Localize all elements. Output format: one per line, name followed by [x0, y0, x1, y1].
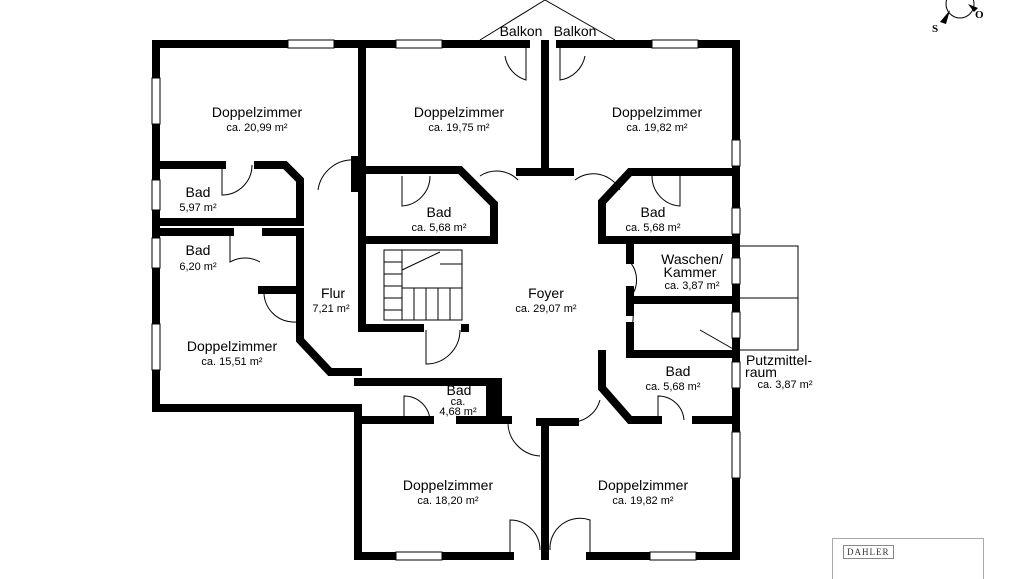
compass-south-label: S [932, 23, 938, 35]
room-area: ca. 3,87 m² [664, 280, 719, 292]
room-labels: Balkon Balkon Doppelzimmer ca. 20,99 m² … [179, 23, 812, 507]
room-name: Putzmittel- [746, 352, 812, 368]
room-name: Kammer [664, 264, 717, 280]
room-area: ca. 29,07 m² [515, 303, 576, 315]
room-area: ca. 15,51 m² [201, 356, 262, 368]
compass-north-label: O [975, 9, 984, 21]
room-name: Bad [447, 382, 472, 398]
room-name: Bad [641, 204, 666, 220]
staircase [383, 249, 463, 321]
balcony-label: Balkon [554, 23, 597, 39]
room-area: ca. 19,82 m² [612, 495, 673, 507]
room-name: Foyer [528, 285, 564, 301]
room-name: Bad [427, 204, 452, 220]
room-name: Doppelzimmer [212, 104, 303, 120]
door-swings [221, 44, 736, 556]
room-area: ca. 19,82 m² [626, 122, 687, 134]
logo-box: DAHLER [832, 538, 984, 579]
room-area: ca. 18,20 m² [417, 495, 478, 507]
room-area: 4,68 m² [439, 406, 477, 418]
room-area: 6,20 m² [179, 261, 217, 273]
room-area: ca. 5,68 m² [411, 222, 466, 234]
room-name: Doppelzimmer [414, 104, 505, 120]
room-name: Bad [186, 184, 211, 200]
compass-icon [940, 0, 978, 24]
room-name: Waschen/ [661, 251, 723, 267]
balcony-label: Balkon [500, 23, 543, 39]
brand-logo: DAHLER [843, 545, 894, 559]
room-area: ca. 3,87 m² [757, 379, 812, 391]
exterior-steps [740, 245, 799, 351]
room-name: Bad [666, 363, 691, 379]
room-area: 5,97 m² [179, 202, 217, 214]
room-name: ca. [451, 396, 466, 408]
room-name: Doppelzimmer [403, 477, 494, 493]
room-name: Doppelzimmer [187, 338, 278, 354]
room-area: ca. 20,99 m² [226, 122, 287, 134]
balcony-outline [479, 0, 616, 41]
room-name: Bad [186, 242, 211, 258]
room-area: 7,21 m² [312, 303, 350, 315]
room-name: Flur [321, 285, 345, 301]
room-name: Doppelzimmer [598, 477, 689, 493]
interior-walls [156, 40, 736, 560]
room-name: raum [745, 364, 777, 380]
room-name: Doppelzimmer [612, 104, 703, 120]
room-area: ca. 19,75 m² [428, 122, 489, 134]
windows [151, 39, 741, 561]
room-area: ca. 5,68 m² [645, 381, 700, 393]
room-area: ca. 5,68 m² [625, 222, 680, 234]
